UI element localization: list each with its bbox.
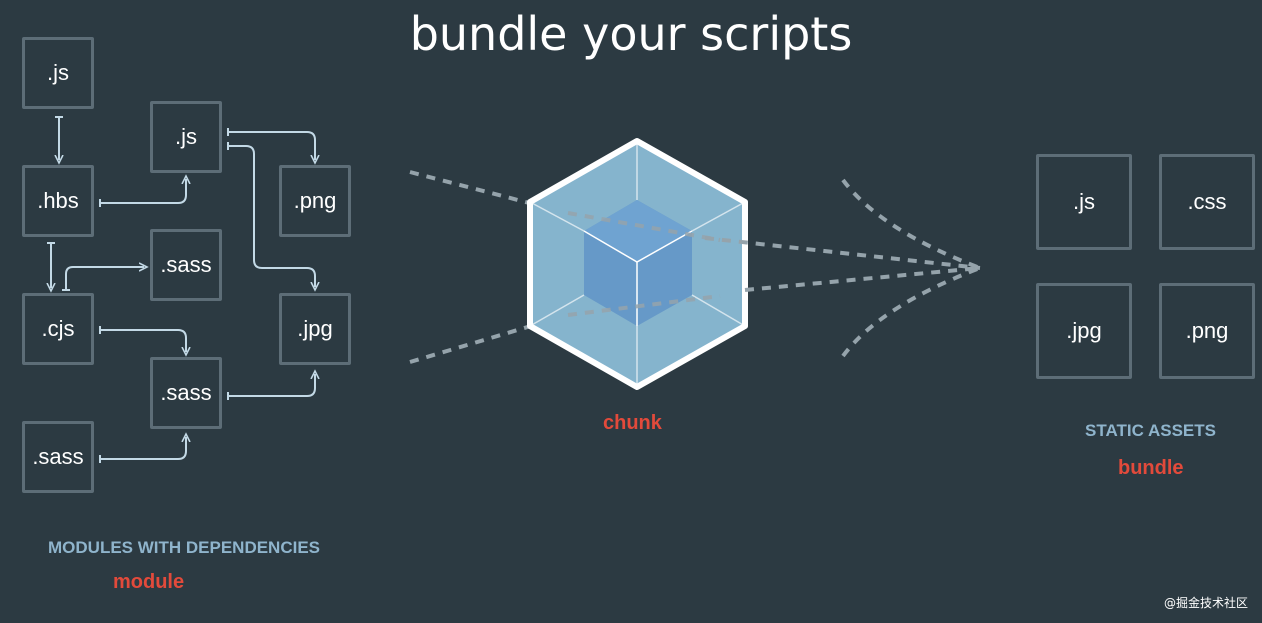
module-node-hbs: .hbs: [22, 165, 94, 237]
webpack-cube-icon: [527, 138, 748, 390]
module-node-png: .png: [279, 165, 351, 237]
asset-node-js: .js: [1036, 154, 1132, 250]
asset-label: .png: [1185, 318, 1229, 343]
dashed-through-bottom: [567, 294, 721, 317]
modules-caption: MODULES WITH DEPENDENCIES: [48, 538, 321, 557]
asset-node-jpg: .jpg: [1036, 283, 1132, 379]
module-label: .jpg: [297, 316, 333, 341]
connector-cjs-to-sass-2: [100, 329, 186, 352]
module-node-sass-2: .sass: [150, 357, 222, 429]
watermark: @掘金技术社区: [1163, 596, 1248, 610]
module-node-jpg: .jpg: [279, 293, 351, 365]
assets-caption: STATIC ASSETS: [1085, 421, 1216, 440]
module-node-js-mid: .js: [150, 101, 222, 173]
connector-hbs-to-js: [100, 179, 186, 204]
asset-node-css: .css: [1159, 154, 1255, 250]
module-label: .js: [175, 124, 197, 149]
module-node-sass-3: .sass: [22, 421, 94, 493]
dashed-through-top: [567, 211, 721, 242]
module-node-sass-1: .sass: [150, 229, 222, 301]
flow-lines-out: [704, 178, 981, 358]
connector-js-to-jpg: [228, 145, 315, 287]
asset-label: .js: [1073, 189, 1095, 214]
bundle-term: bundle: [1118, 457, 1184, 479]
module-label: .js: [47, 60, 69, 85]
chunk-term: chunk: [603, 412, 662, 434]
module-label: .sass: [160, 380, 212, 405]
connector-sass-to-jpg: [228, 374, 315, 397]
dashed-out-curve-bottom: [841, 266, 981, 358]
module-label: .sass: [32, 444, 84, 469]
dashed-out-1: [704, 236, 981, 270]
connector-cjs-to-sass: [65, 267, 144, 290]
asset-label: .css: [1187, 189, 1227, 214]
module-label: .hbs: [37, 188, 79, 213]
asset-label: .jpg: [1066, 318, 1102, 343]
connector-sass-3-to-sass-2: [100, 437, 186, 460]
asset-node-png: .png: [1159, 283, 1255, 379]
dashed-out-2: [744, 266, 981, 292]
dashed-out-curve-top: [841, 178, 981, 270]
connector-js-to-png: [228, 131, 315, 160]
module-label: .png: [293, 188, 337, 213]
module-term: module: [113, 571, 185, 593]
flow-lines-through: [567, 211, 721, 317]
dependency-connectors: [47, 116, 315, 463]
module-node-js-top: .js: [22, 37, 94, 109]
module-node-cjs: .cjs: [22, 293, 94, 365]
module-label: .sass: [160, 252, 212, 277]
page-title: bundle your scripts: [409, 7, 853, 61]
module-label: .cjs: [41, 316, 75, 341]
